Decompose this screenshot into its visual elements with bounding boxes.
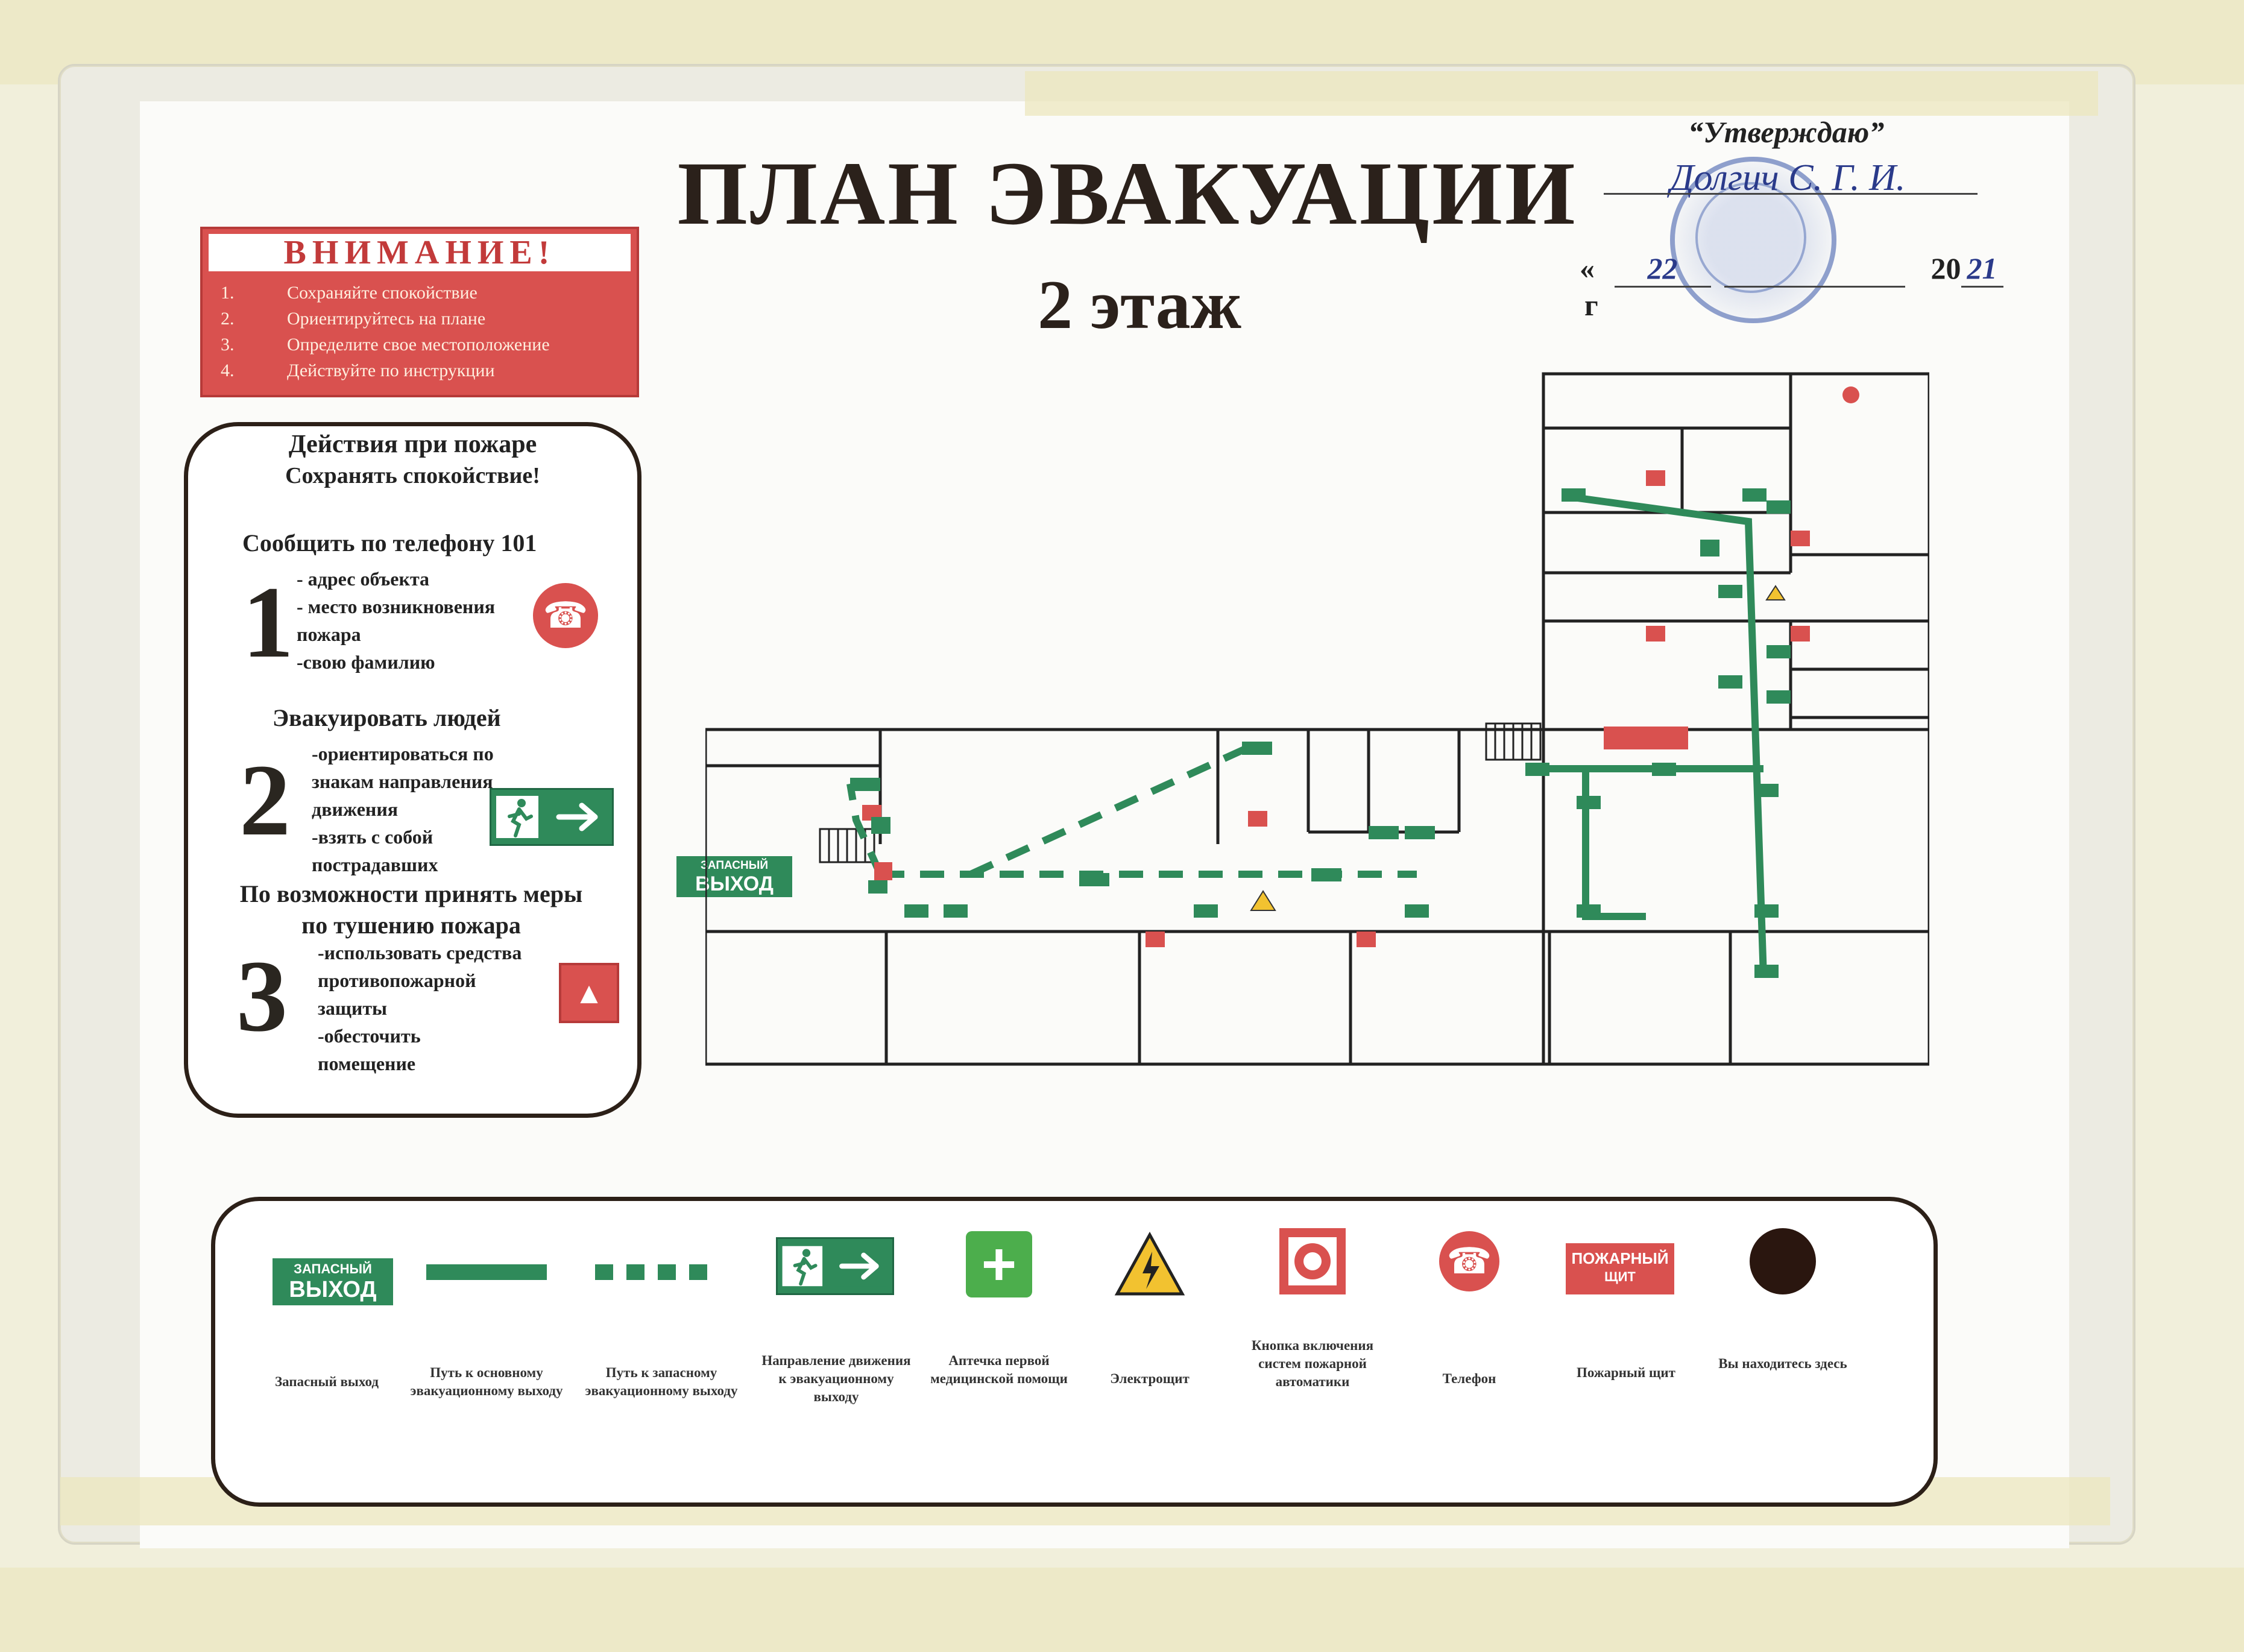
approval-signature: Долгич С. Г. И. xyxy=(1670,157,1906,198)
legend-phone: ☎ Телефон xyxy=(1391,1201,1548,1502)
fire-alarm-button-icon xyxy=(1279,1228,1346,1294)
attention-item: 1.Сохраняйте спокойствие xyxy=(221,283,477,303)
attention-list: 1.Сохраняйте спокойствие 2.Ориентируйтес… xyxy=(221,280,631,383)
legend-label: Аптечка первой медицинской помощи xyxy=(930,1353,1068,1386)
attention-heading: ВНИМАНИЕ! xyxy=(209,234,631,271)
fire-panel-sign: ПОЖАРНЫЙ ЩИТ xyxy=(1566,1243,1674,1294)
legend-phone-icon: ☎ xyxy=(1439,1231,1499,1291)
step3-number: 3 xyxy=(236,939,288,1053)
legend-main-path: Путь к основному эвакуационному выходу xyxy=(408,1201,565,1502)
legend-label: Путь к запасному эвакуационному выходу xyxy=(585,1365,738,1398)
date-year-suffix: 21 xyxy=(1961,251,2003,288)
date-month-line xyxy=(1724,251,1905,288)
legend-panel: ЗАПАСНЫЙ ВЫХОД Запасный выход Путь к осн… xyxy=(211,1197,1938,1507)
legend-label: Кнопка включения систем пожарной автомат… xyxy=(1251,1338,1374,1389)
step3-heading: По возможности принять меры по тушению п… xyxy=(239,880,583,939)
page-title: ПЛАН ЭВАКУАЦИИ xyxy=(677,143,1578,244)
step2-heading: Эвакуировать людей xyxy=(273,704,501,731)
legend-label: Электрощит xyxy=(1110,1371,1190,1386)
floor-subtitle: 2 этаж xyxy=(1038,266,1241,344)
legend-label: Пожарный щит xyxy=(1577,1365,1675,1380)
step2-items: -ориентироваться по знакам направления д… xyxy=(312,743,494,875)
floor-plan xyxy=(705,372,1929,1066)
legend-label: Вы находитесь здесь xyxy=(1718,1356,1847,1371)
fire-extinguisher-icon: ▲ xyxy=(559,963,619,1023)
attention-item: 4.Действуйте по инструкции xyxy=(221,361,495,380)
solid-line-icon xyxy=(426,1264,547,1280)
fire-actions-title: Действия при пожаре xyxy=(288,430,537,458)
signature-line xyxy=(1604,193,1978,195)
legend-label: Путь к основному эвакуационному выходу xyxy=(410,1365,563,1398)
legend-spare-path: Путь к запасному эвакуационному выходу xyxy=(583,1201,740,1502)
date-year-unit: г xyxy=(1584,288,1598,322)
legend-fire-panel: ПОЖАРНЫЙ ЩИТ Пожарный щит xyxy=(1548,1201,1704,1502)
tape-top xyxy=(1025,71,2098,116)
dashed-line-icon xyxy=(595,1264,716,1280)
legend-electrical: Электрощит xyxy=(1071,1201,1228,1502)
electrical-hazard-icon xyxy=(1114,1231,1185,1296)
legend-spare-exit-sign: ЗАПАСНЫЙ ВЫХОД xyxy=(273,1258,393,1305)
fire-actions-panel: Действия при пожаре Сохранять спокойстви… xyxy=(184,422,641,1118)
legend-you-are-here: Вы находитесь здесь xyxy=(1704,1201,1861,1502)
exit-direction-sign xyxy=(490,788,614,846)
attention-item: 3.Определите свое местоположение xyxy=(221,335,550,355)
legend-label: Направление движения к эвакуационному вы… xyxy=(761,1353,911,1404)
official-stamp xyxy=(1670,157,1836,323)
date-year-prefix: 20 xyxy=(1930,251,1961,285)
date-day: 22 xyxy=(1614,251,1711,288)
legend-fire-alarm: Кнопка включения систем пожарной автомат… xyxy=(1234,1201,1391,1502)
step2-number: 2 xyxy=(239,743,291,857)
attention-box: ВНИМАНИЕ! 1.Сохраняйте спокойствие 2.Ори… xyxy=(200,227,639,397)
first-aid-icon: + xyxy=(966,1231,1032,1297)
legend-direction: Направление движения к эвакуационному вы… xyxy=(758,1201,915,1502)
you-are-here-icon xyxy=(1750,1228,1816,1294)
legend-label: Телефон xyxy=(1442,1371,1496,1386)
exit-direction-icon xyxy=(776,1237,894,1295)
attention-item: 2.Ориентируйтесь на плане xyxy=(221,309,486,329)
legend-label: Запасный выход xyxy=(275,1374,379,1389)
legend-first-aid: + Аптечка первой медицинской помощи xyxy=(921,1201,1077,1502)
fire-actions-subtitle: Сохранять спокойствие! xyxy=(285,463,540,488)
step1-heading: Сообщить по телефону 101 xyxy=(242,529,537,556)
legend-spare-exit: ЗАПАСНЫЙ ВЫХОД Запасный выход xyxy=(248,1201,405,1502)
step1-items: - адрес объекта - место возникновения по… xyxy=(297,568,496,673)
spare-exit-sign: ЗАПАСНЫЙ ВЫХОД xyxy=(676,856,792,897)
date-open-quote: « xyxy=(1580,251,1595,285)
step3-items: -использовать средства противопожарной з… xyxy=(318,942,522,1074)
step1-number: 1 xyxy=(242,566,294,679)
approval-heading: “Утверждаю” xyxy=(1688,115,1885,149)
phone-icon: ☎ xyxy=(533,583,598,648)
